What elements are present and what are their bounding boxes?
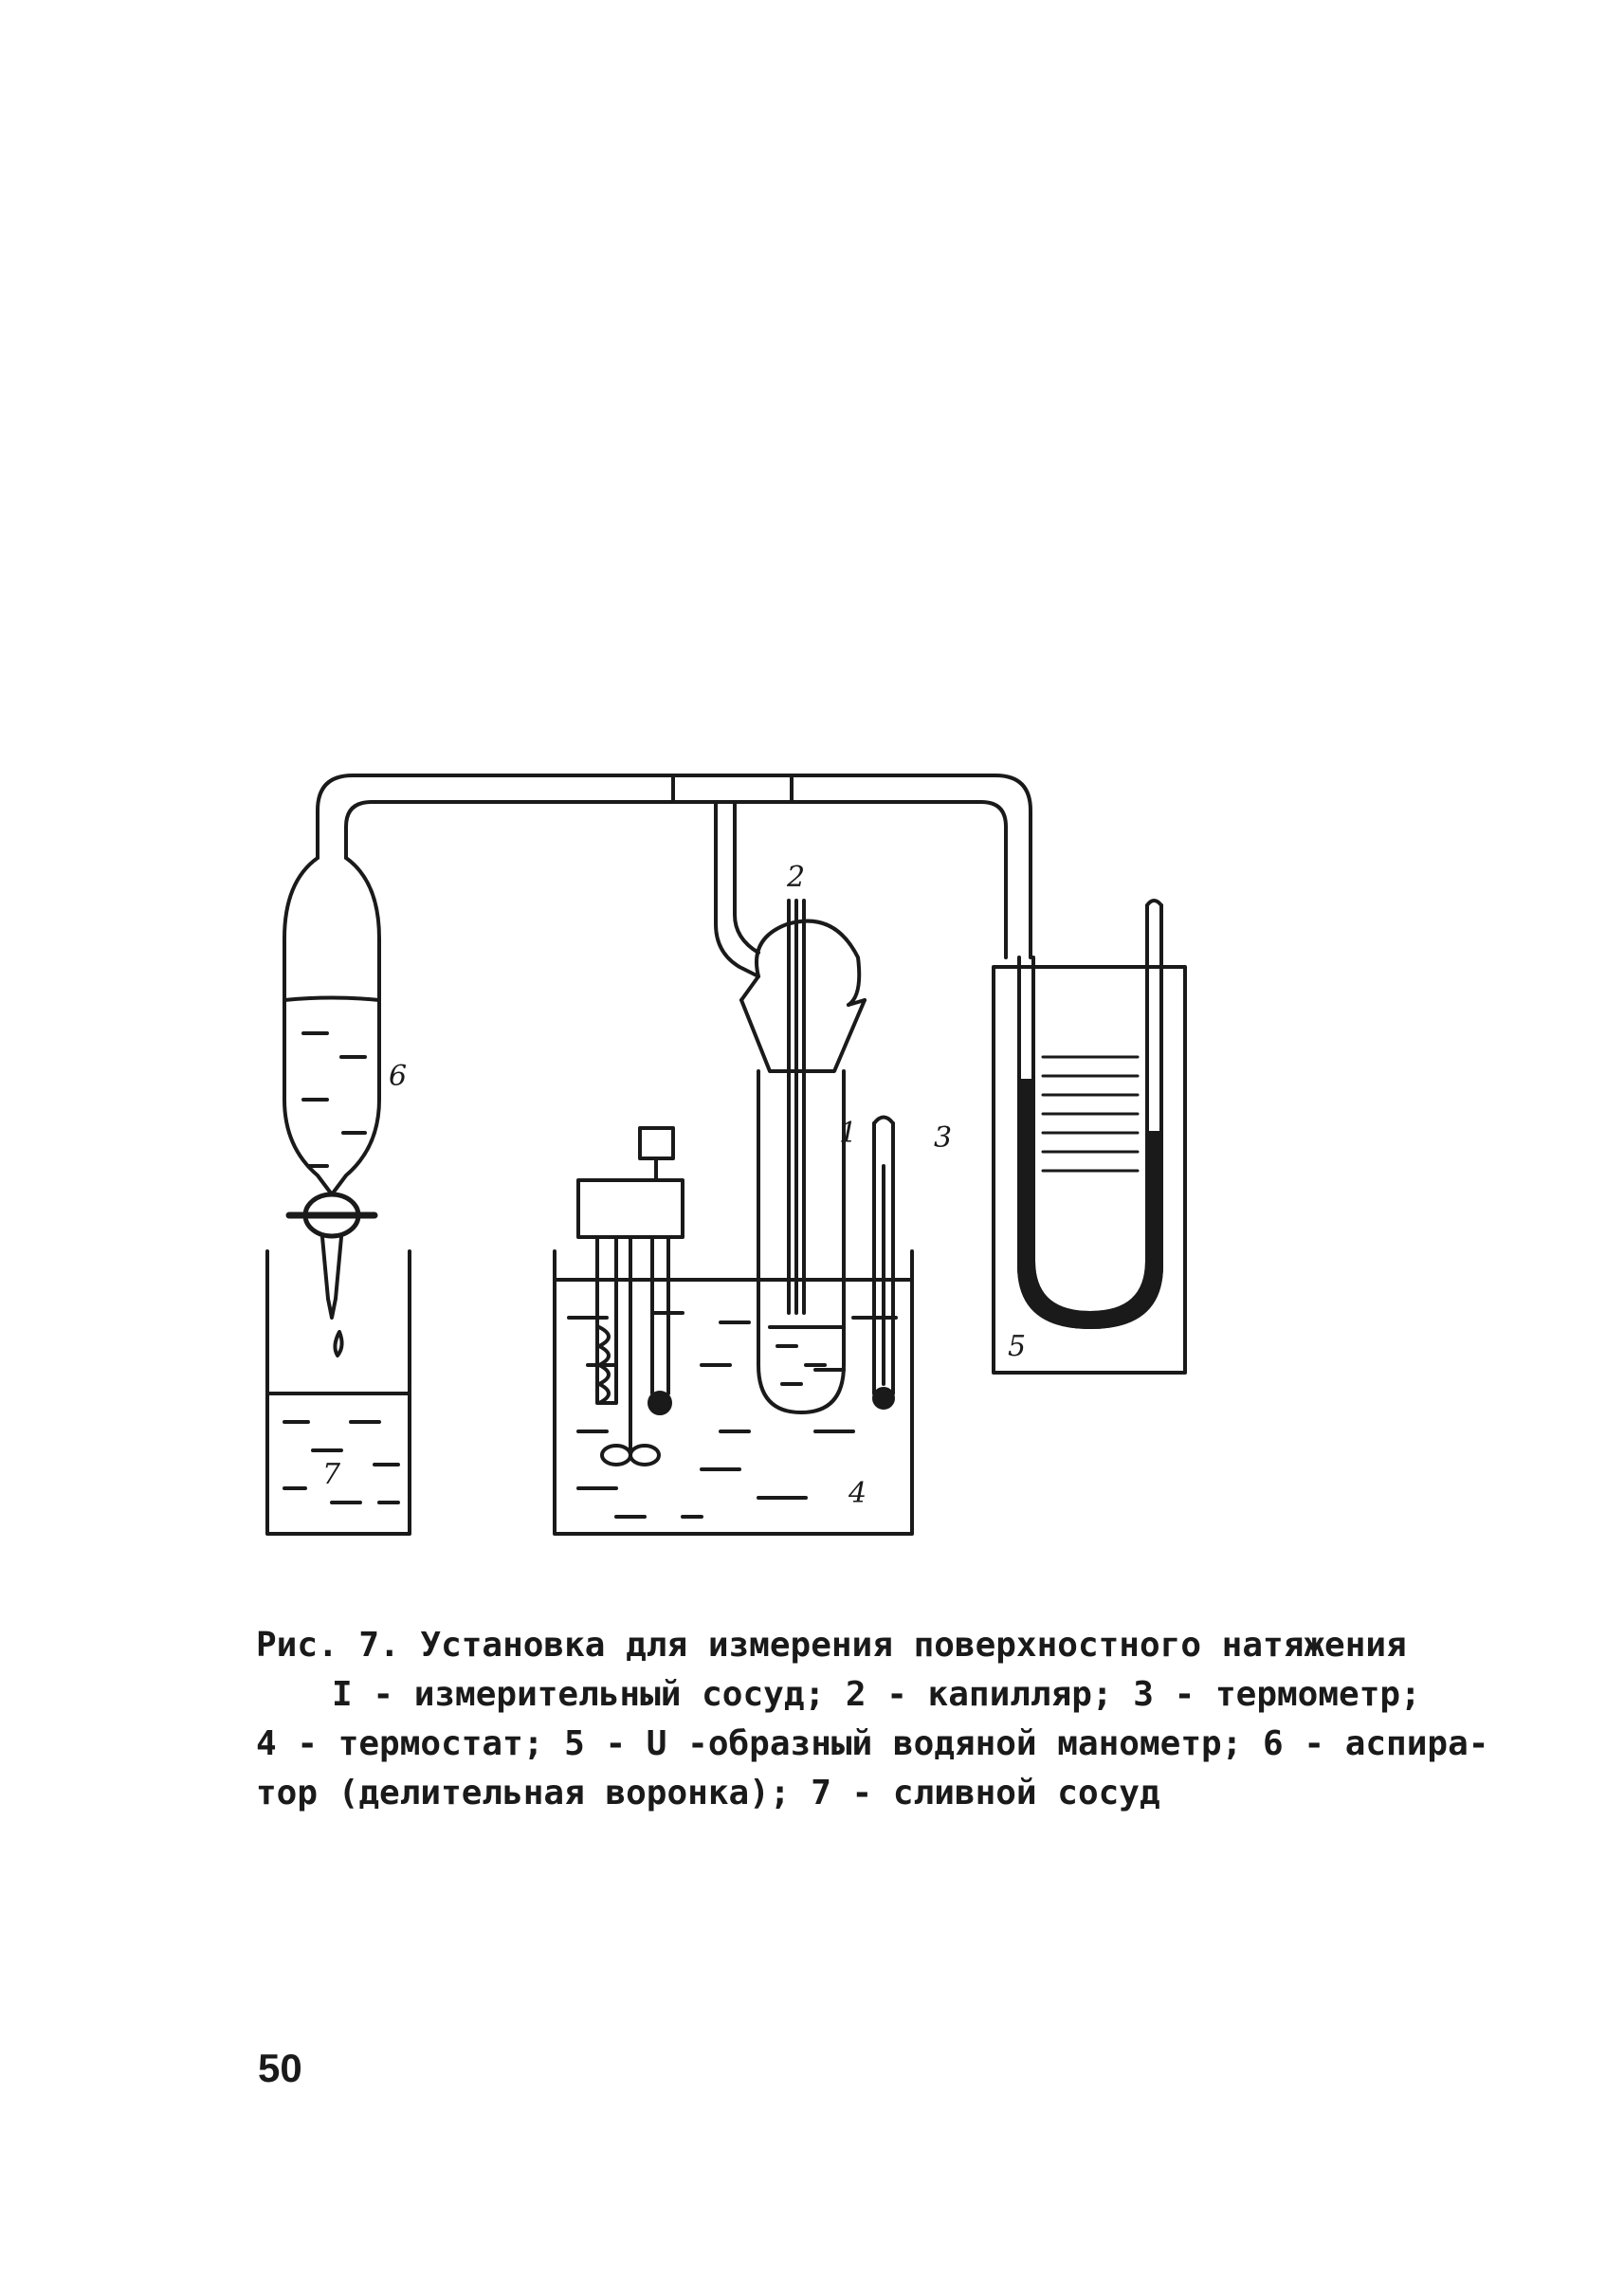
thermometer xyxy=(872,1115,895,1410)
measuring-vessel xyxy=(739,899,867,1414)
caption-line-3: 4 - термостат; 5 - U -образный водяной м… xyxy=(256,1724,1489,1763)
caption-line-2: I - измерительный сосуд; 2 - капилляр; 3… xyxy=(332,1675,1421,1714)
connecting-tube xyxy=(316,774,1032,978)
caption-line-4: тор (делительная воронка); 7 - сливной с… xyxy=(256,1774,1160,1812)
label-5: 5 xyxy=(1008,1330,1026,1363)
label-4: 4 xyxy=(848,1477,867,1510)
label-2: 2 xyxy=(786,861,805,894)
drain-vessel xyxy=(265,1249,411,1536)
aspirator xyxy=(283,856,381,1320)
label-7: 7 xyxy=(322,1458,341,1491)
figure-caption: Рис. 7. Установка для измерения поверхно… xyxy=(256,1621,1489,1818)
caption-title: Рис. 7. Установка для измерения поверхно… xyxy=(256,1626,1407,1665)
label-1: 1 xyxy=(839,1117,857,1150)
page-number: 50 xyxy=(258,2046,302,2090)
u-manometer xyxy=(992,899,1187,1375)
heater-stirrer xyxy=(576,1126,684,1466)
label-6: 6 xyxy=(389,1060,407,1093)
label-3: 3 xyxy=(934,1121,952,1155)
